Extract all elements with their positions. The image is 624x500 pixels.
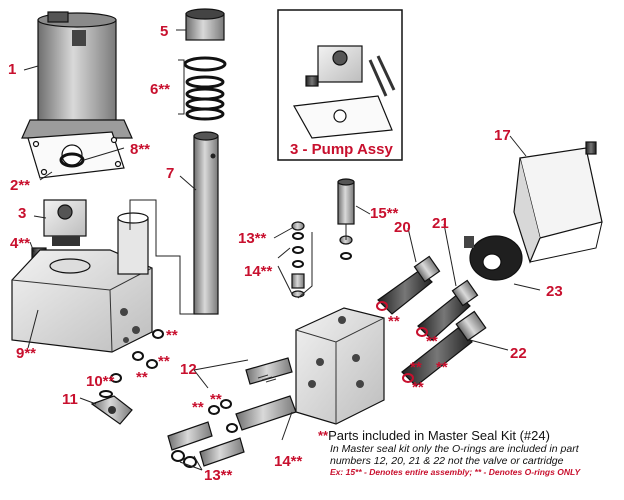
callout-6: 6** bbox=[150, 81, 170, 98]
lower-valve-assembly-part-12 bbox=[167, 357, 297, 468]
pump-part bbox=[43, 199, 87, 246]
star-marker: ** bbox=[412, 379, 424, 396]
star-marker: ** bbox=[436, 359, 448, 376]
seal-kit-notes: **Parts included in Master Seal Kit (#24… bbox=[318, 428, 618, 477]
cartridge-part-20 bbox=[376, 255, 441, 315]
motor-part bbox=[21, 11, 133, 139]
callout-14-lower: 14** bbox=[274, 453, 303, 470]
star-marker: ** bbox=[166, 327, 178, 344]
callout-3-pump-assy: 3 - Pump Assy bbox=[290, 141, 393, 158]
callout-1: 1 bbox=[8, 61, 16, 78]
o-ring-part-8 bbox=[59, 152, 85, 168]
notes-heading: **Parts included in Master Seal Kit (#24… bbox=[318, 428, 550, 443]
solenoid-coil-part-23 bbox=[464, 235, 523, 281]
callout-22: 22 bbox=[510, 345, 527, 362]
relief-valve-part-15 bbox=[337, 178, 355, 260]
notes-body: In Master seal kit only the O-rings are … bbox=[330, 443, 579, 467]
callout-9: 9** bbox=[16, 345, 36, 362]
enclosure-box-part-17 bbox=[513, 141, 603, 264]
cartridge-part-21 bbox=[416, 279, 479, 341]
callout-5: 5 bbox=[160, 23, 168, 40]
star-marker: ** bbox=[426, 333, 438, 350]
cylinder-tube-part bbox=[193, 131, 219, 315]
callout-23: 23 bbox=[546, 283, 563, 300]
callout-8: 8** bbox=[130, 141, 150, 158]
seal-kit-markers: ** ** ** ** ** ** ** ** ** ** bbox=[136, 313, 448, 416]
notes-example: Ex: 15** - Denotes entire assembly; ** -… bbox=[330, 467, 581, 477]
cartridge-part-22 bbox=[401, 310, 487, 387]
callout-15: 15** bbox=[370, 205, 399, 222]
cap-part bbox=[185, 8, 225, 41]
callout-17: 17 bbox=[494, 127, 511, 144]
callout-11: 11 bbox=[62, 391, 78, 408]
fitting-part-11 bbox=[90, 390, 133, 425]
check-valve-parts-upper bbox=[291, 221, 305, 298]
star-marker: ** bbox=[388, 313, 400, 330]
valve-manifold-part bbox=[295, 307, 385, 425]
callout-3: 3 bbox=[18, 205, 26, 222]
callout-4: 4** bbox=[10, 235, 30, 252]
star-marker: ** bbox=[410, 359, 422, 376]
callout-7: 7 bbox=[166, 165, 174, 182]
callout-21: 21 bbox=[432, 215, 449, 232]
star-marker: ** bbox=[136, 369, 148, 386]
callout-14-upper: 14** bbox=[244, 263, 273, 280]
callout-13-upper: 13** bbox=[238, 230, 267, 247]
reservoir-part bbox=[11, 212, 153, 353]
callout-2: 2** bbox=[10, 177, 30, 194]
star-marker: ** bbox=[158, 353, 170, 370]
star-marker: ** bbox=[210, 391, 222, 408]
reservoir-o-rings bbox=[110, 329, 164, 383]
callout-13-lower: 13** bbox=[204, 467, 233, 484]
seal-stack-part bbox=[183, 56, 227, 121]
callout-10: 10** bbox=[86, 373, 115, 390]
leader-lines bbox=[23, 29, 541, 471]
callout-12: 12 bbox=[180, 361, 197, 378]
callout-20: 20 bbox=[394, 219, 411, 236]
star-marker: ** bbox=[192, 399, 204, 416]
pump-assy-box bbox=[277, 9, 403, 161]
